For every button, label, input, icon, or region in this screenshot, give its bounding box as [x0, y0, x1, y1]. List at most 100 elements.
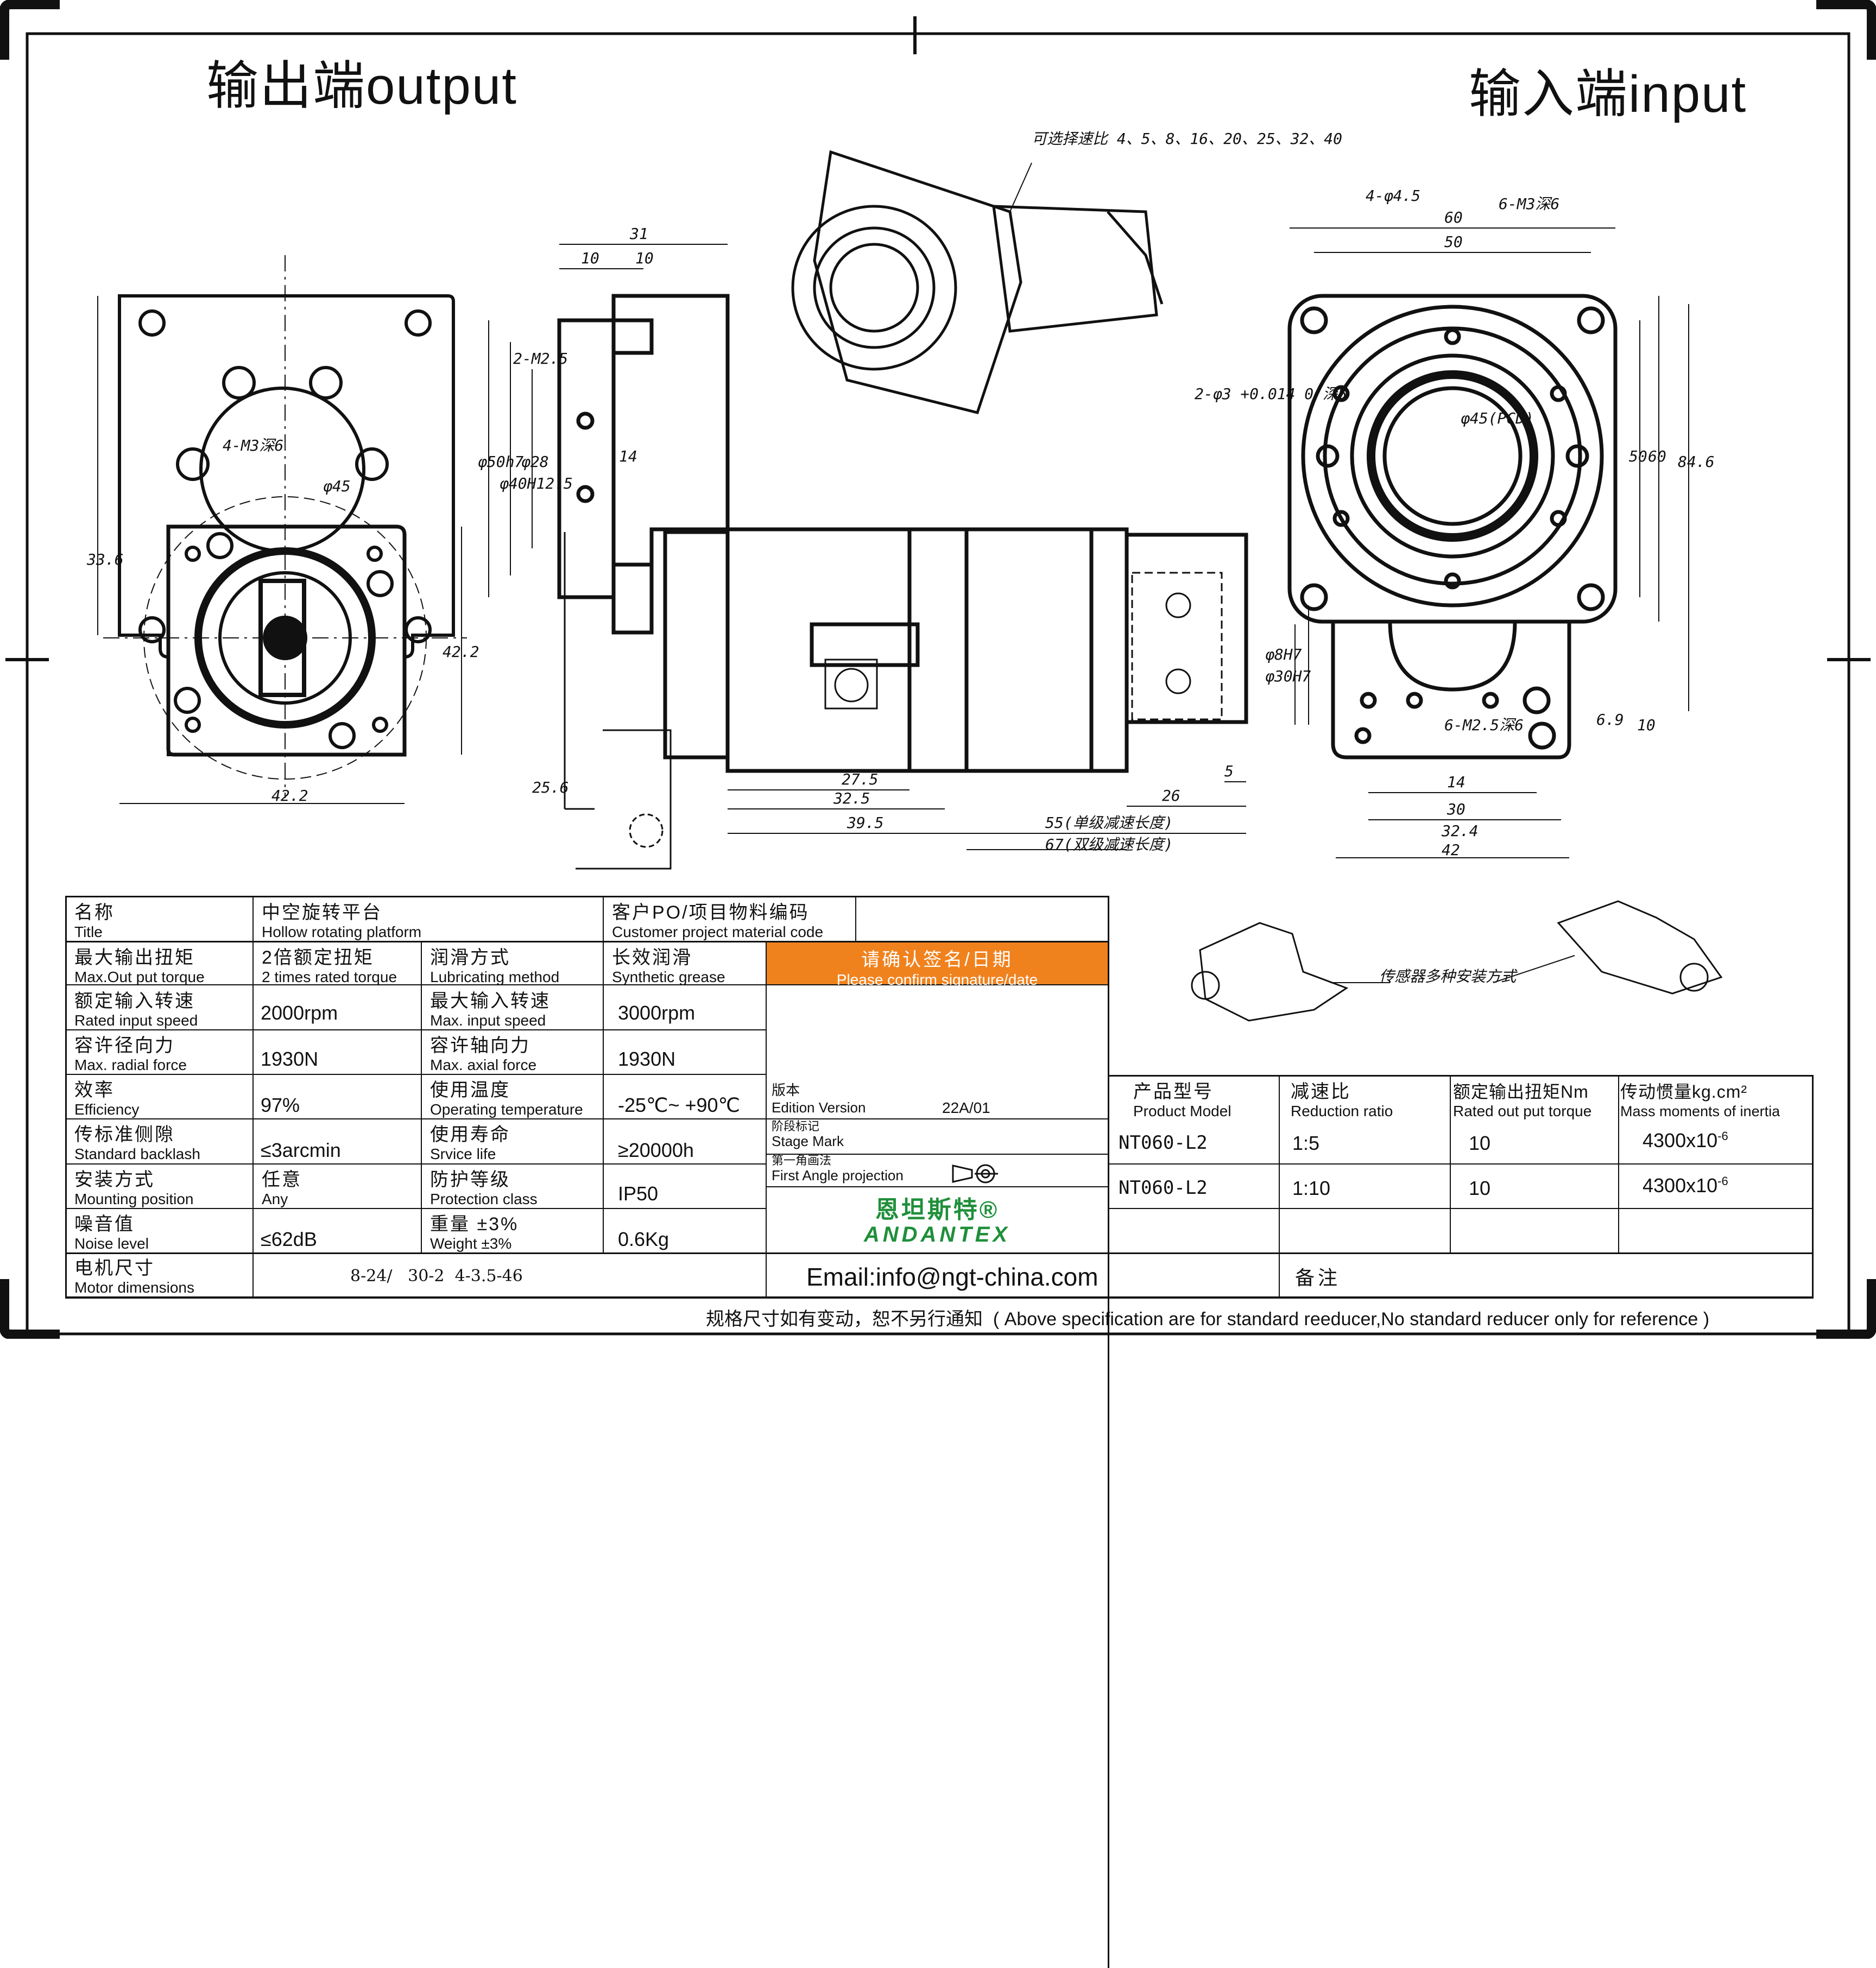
spec-value-max-speed: 3000rpm	[618, 1002, 696, 1024]
drawing-frame	[0, 0, 1876, 1339]
spec-value-backlash: ≤3arcmin	[261, 1139, 341, 1161]
inertia-row1: 4300x10-6	[1643, 1129, 1728, 1151]
dim-right-60: 60	[1444, 208, 1463, 226]
dim-mid-14: 14	[619, 447, 637, 465]
dim-mid-55: 55(单级减速长度)	[1045, 814, 1173, 832]
ratio-note: 可选择速比 4、5、8、16、20、25、32、40	[1032, 130, 1342, 148]
inertia-row2: 4300x10-6	[1643, 1174, 1728, 1197]
dim-right-42: 42	[1442, 841, 1460, 859]
sensor-note: 传感器多种安装方式	[1379, 967, 1518, 985]
dim-right-14: 14	[1447, 773, 1466, 791]
dim-right-phi45pcd: φ45(PCD)	[1461, 409, 1534, 427]
dim-mid-32-5: 32.5	[833, 789, 870, 807]
remark-label: 备注	[1295, 1267, 1341, 1289]
product-model-row1: NT060-L2	[1119, 1132, 1208, 1154]
dim-mid-phi30: φ30H7	[1265, 667, 1311, 685]
dim-right-2phi3: 2-φ3 +0.014 0 深5	[1195, 385, 1347, 403]
dim-mid-39-5: 39.5	[847, 814, 883, 832]
confirm-signature-box: 请确认签名/日期 Please confirm signature/date	[767, 942, 1108, 988]
spec-value-temperature: -25℃~ +90℃	[618, 1094, 740, 1116]
dim-right-10: 10	[1637, 716, 1656, 734]
dim-right-6m3: 6-M3深6	[1499, 195, 1559, 213]
sensor-views	[1191, 900, 1723, 1022]
dim-mid-5: 5	[1224, 762, 1234, 780]
spec-value-noise: ≤62dB	[261, 1228, 317, 1250]
dim-left-33-6: 33.6	[86, 550, 123, 568]
product-model-row2: NT060-L2	[1119, 1177, 1208, 1199]
dim-right-v84: 84.6	[1678, 453, 1714, 471]
dim-right-v50: 50	[1629, 447, 1647, 465]
dim-mid-27-5: 27.5	[842, 770, 878, 788]
dim-mid-25-6: 25.6	[532, 779, 569, 796]
spec-value-radial: 1930N	[261, 1048, 319, 1070]
input-label: 输入端input	[1469, 65, 1747, 123]
output-end-view	[97, 255, 467, 804]
dim-left-4m3: 4-M3深6	[223, 436, 283, 454]
isometric-view	[791, 150, 1164, 414]
side-section-view	[488, 244, 1309, 870]
dim-right-6m25: 6-M2.5深6	[1444, 716, 1524, 734]
spec-value-life: ≥20000h	[618, 1139, 694, 1161]
dim-left-42-2-v: 42.2	[443, 643, 479, 661]
email-text[interactable]: Email:info@ngt-china.com	[806, 1263, 1098, 1291]
dim-mid-67: 67(双级减速长度)	[1045, 836, 1173, 853]
dim-right-4phi45: 4-φ4.5	[1366, 187, 1420, 205]
technical-drawing: 可选择速比 4、5、8、16、20、25、32、40 传感器多种安装方式 4-M…	[86, 130, 1723, 1022]
dim-mid-phi28: φ28	[521, 453, 549, 471]
footer-note: 规格尺寸如有变动，恕不另行通知 ( Above specification ar…	[706, 1309, 1710, 1330]
dim-right-50: 50	[1444, 233, 1463, 251]
spec-label-weight: 重量 ±3%Weight ±3%	[430, 1214, 519, 1252]
dim-right-32-4: 32.4	[1441, 822, 1478, 840]
spec-value-protection: IP50	[618, 1182, 659, 1205]
dim-mid-phi40: φ40H12.5	[500, 474, 573, 492]
input-end-view	[1287, 227, 1689, 858]
motor-dimensions-value: 8-24/ 30-2 4-3.5-46	[350, 1267, 523, 1286]
dim-mid-26: 26	[1162, 787, 1180, 805]
spec-value-weight: 0.6Kg	[618, 1228, 669, 1250]
first-angle-projection-icon	[952, 1164, 998, 1184]
dim-mid-10a: 10	[581, 249, 599, 267]
output-label: 输出端output	[206, 57, 517, 115]
dim-mid-phi50: φ50h7	[478, 453, 523, 471]
dim-mid-10b: 10	[635, 249, 654, 267]
spec-value-rated-speed: 2000rpm	[261, 1002, 338, 1024]
ratio-row1: 1:5	[1292, 1132, 1320, 1154]
dim-mid-31: 31	[629, 225, 648, 243]
dim-left-phi45: φ45	[323, 477, 351, 495]
dim-right-v60: 60	[1648, 447, 1666, 465]
dim-right-6-9: 6.9	[1596, 711, 1624, 729]
dim-right-30: 30	[1447, 800, 1466, 818]
company-logo: 恩坦斯特® ANDANTEX	[863, 1197, 1011, 1246]
ratio-row2: 1:10	[1292, 1177, 1331, 1199]
spec-value-axial: 1930N	[618, 1048, 676, 1070]
torque-row1: 10	[1469, 1132, 1491, 1154]
edition-value: 22A/01	[942, 1099, 990, 1116]
spec-value-efficiency: 97%	[261, 1094, 300, 1116]
dim-mid-phi8: φ8H7	[1265, 646, 1302, 663]
